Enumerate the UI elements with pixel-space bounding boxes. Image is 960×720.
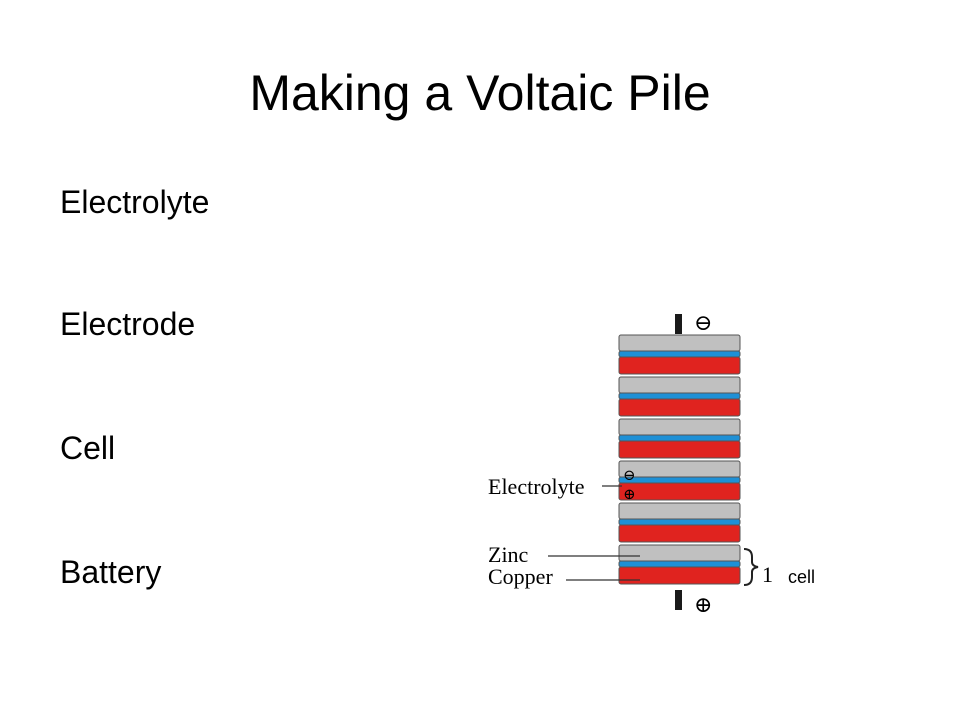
zinc-disc: [618, 376, 741, 394]
copper-disc: [618, 440, 741, 459]
disc-stack: [618, 334, 741, 585]
electrolyte-positive-symbol: ⊕: [623, 487, 636, 503]
positive-terminal-post: [675, 590, 682, 610]
zinc-label: Zinc: [488, 542, 529, 567]
negative-terminal-post: [675, 314, 682, 334]
zinc-disc: [618, 544, 741, 562]
term-electrode: Electrode: [60, 306, 196, 342]
cell-brace: [743, 548, 759, 586]
electrolyte-negative-symbol: ⊖: [623, 468, 636, 484]
electrolyte-layer: [618, 350, 741, 358]
term-electrolyte: Electrolyte: [60, 184, 210, 220]
copper-disc: [618, 524, 741, 543]
copper-disc: [618, 482, 741, 501]
positive-terminal-symbol: ⊕: [694, 592, 712, 617]
copper-disc: [618, 398, 741, 417]
electrolyte-layer: [618, 560, 741, 568]
cell-count: 1: [762, 562, 773, 587]
electrolyte-layer: [618, 434, 741, 442]
electrolyte-label: Electrolyte: [488, 474, 585, 499]
electrolyte-layer: [618, 392, 741, 400]
zinc-disc: [618, 460, 741, 478]
zinc-disc: [618, 334, 741, 352]
negative-terminal-symbol: ⊖: [694, 310, 712, 335]
term-battery: Battery: [60, 554, 162, 590]
copper-label: Copper: [488, 564, 553, 589]
cell-note: cell: [788, 567, 816, 587]
slide-title: Making a Voltaic Pile: [249, 65, 711, 121]
term-cell: Cell: [60, 430, 116, 466]
zinc-disc: [618, 418, 741, 436]
electrolyte-layer: [618, 476, 741, 484]
copper-disc: [618, 566, 741, 585]
zinc-disc: [618, 502, 741, 520]
electrolyte-layer: [618, 518, 741, 526]
copper-disc: [618, 356, 741, 375]
